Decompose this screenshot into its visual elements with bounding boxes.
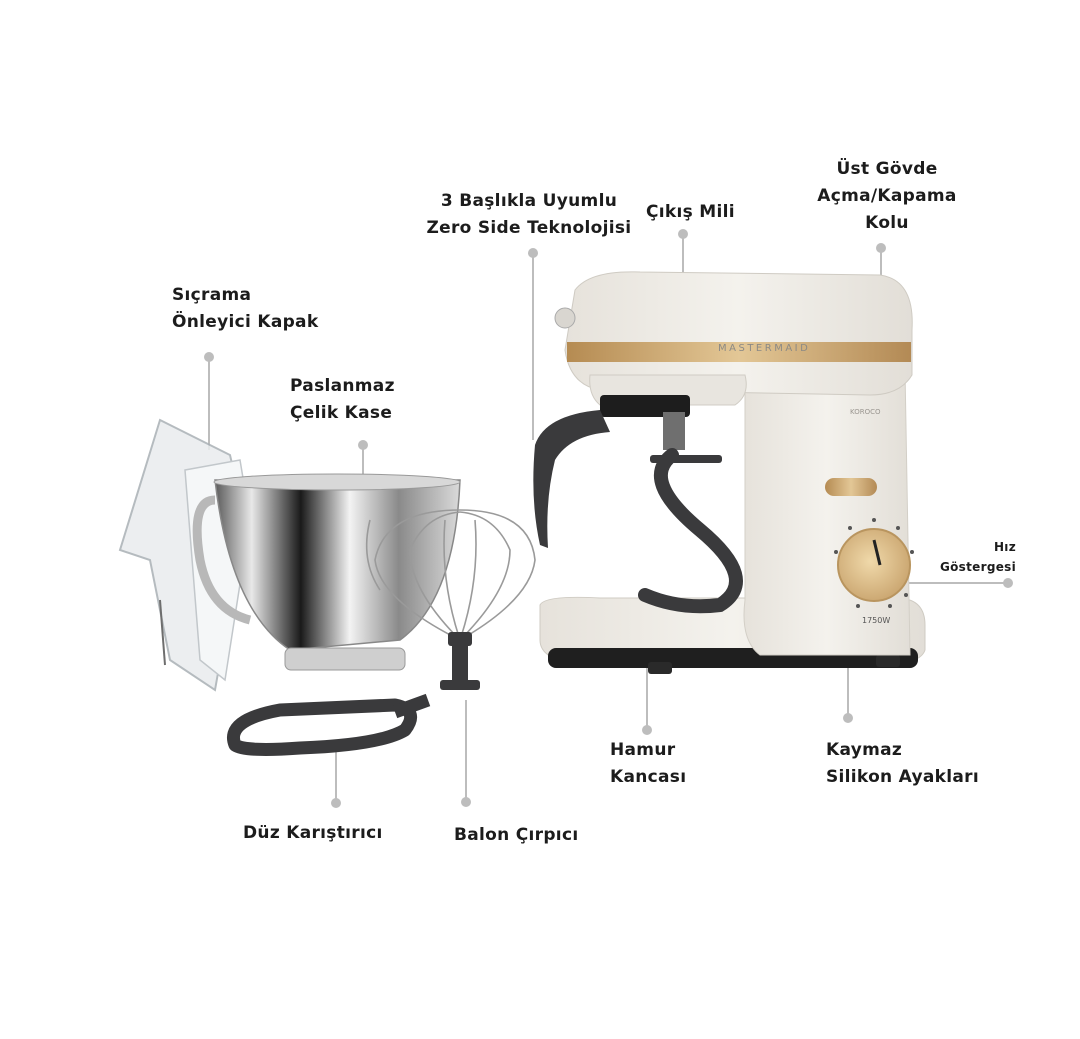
label-balloon-whisk: Balon Çırpıcı <box>454 825 579 845</box>
mixer-body <box>533 271 926 674</box>
label-flat-beater: Düz Karıştırıcı <box>243 823 383 843</box>
label-head-lever: Üst Gövde Açma/Kapama Kolu <box>817 159 957 233</box>
balloon-whisk <box>365 509 536 641</box>
stainless-bowl <box>192 473 461 671</box>
label-zero-side: 3 Başlıkla Uyumlu Zero Side Teknolojisi <box>426 191 632 238</box>
whisk-hub <box>440 632 480 690</box>
label-dough-hook: Hamur Kancası <box>610 740 687 787</box>
label-splash-guard: Sıçrama Önleyici Kapak <box>172 285 319 332</box>
label-output-shaft: Çıkış Mili <box>646 202 735 222</box>
leader-dots <box>204 229 1013 808</box>
flat-beater <box>227 693 431 756</box>
brand-wordmark: MASTERMAID <box>718 343 811 354</box>
label-silicone-feet: Kaymaz Silikon Ayakları <box>826 740 979 787</box>
label-speed-indicator: Hız Göstergesi <box>939 540 1016 574</box>
wattage-label: 1750W <box>862 616 891 625</box>
label-stainless-bowl: Paslanmaz Çelik Kase <box>290 376 395 423</box>
maker-logo-text: KOROCO <box>850 408 881 416</box>
